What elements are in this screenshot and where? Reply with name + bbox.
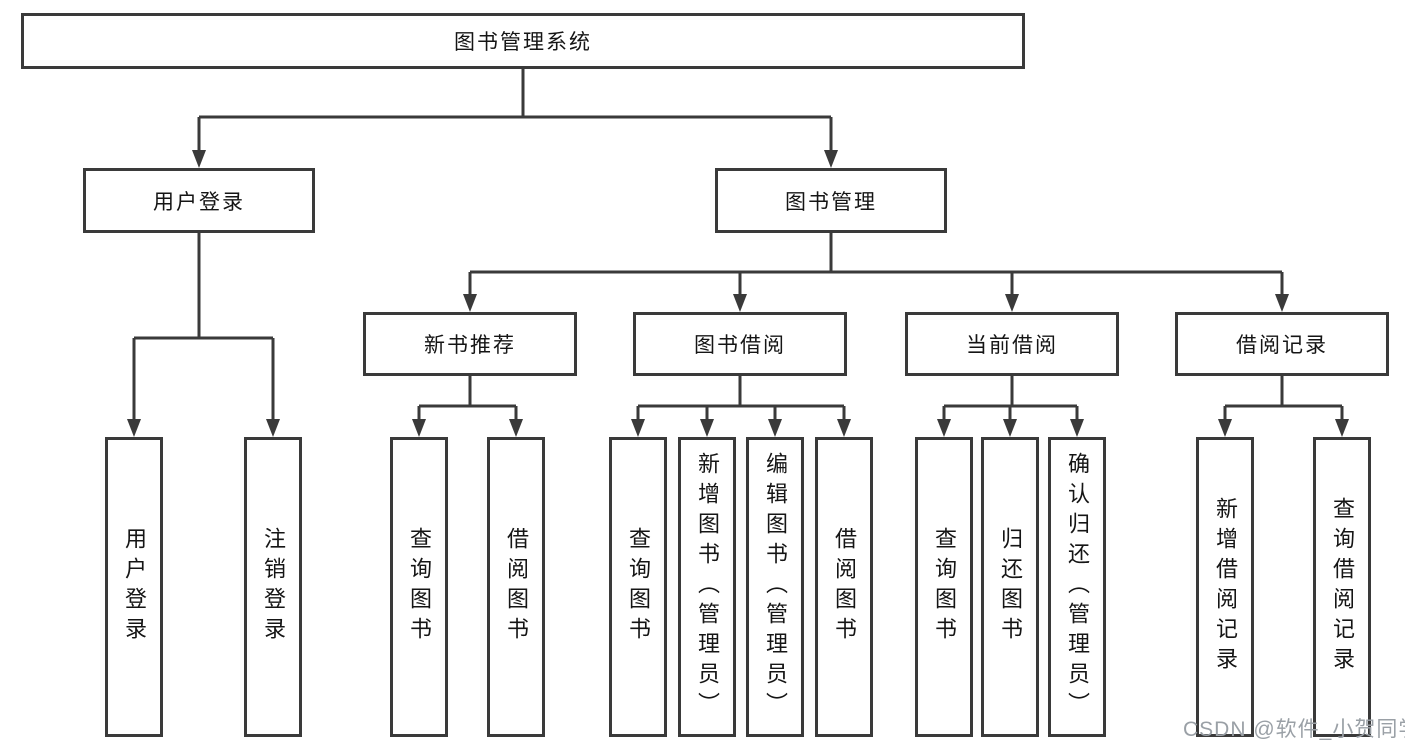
node-book-borrow: 图书借阅 bbox=[633, 312, 847, 376]
leaf-add-book-admin: 新增图书（管理员） bbox=[678, 437, 736, 737]
leaf-label: 注销登录 bbox=[261, 527, 286, 647]
leaf-label: 查询图书 bbox=[932, 527, 957, 647]
leaf-query-book-1: 查询图书 bbox=[390, 437, 448, 737]
leaf-borrow-book-2: 借阅图书 bbox=[815, 437, 873, 737]
leaf-label: 借阅图书 bbox=[504, 527, 529, 647]
arrowheads bbox=[127, 150, 1349, 437]
leaf-return-book: 归还图书 bbox=[981, 437, 1039, 737]
watermark: CSDN @软件_小贺同学 bbox=[1183, 718, 1405, 741]
leaf-edit-book-admin: 编辑图书（管理员） bbox=[746, 437, 804, 737]
node-book-management: 图书管理 bbox=[715, 168, 947, 233]
leaf-add-borrow-record: 新增借阅记录 bbox=[1196, 437, 1254, 737]
leaf-label: 新增借阅记录 bbox=[1213, 497, 1238, 677]
leaf-label: 查询借阅记录 bbox=[1330, 497, 1355, 677]
leaf-borrow-book-1: 借阅图书 bbox=[487, 437, 545, 737]
leaf-label: 归还图书 bbox=[998, 527, 1023, 647]
node-root-system: 图书管理系统 bbox=[21, 13, 1025, 69]
leaf-label: 查询图书 bbox=[626, 527, 651, 647]
leaf-label: 确认归还（管理员） bbox=[1065, 452, 1090, 722]
leaf-label: 查询图书 bbox=[407, 527, 432, 647]
leaf-logout: 注销登录 bbox=[244, 437, 302, 737]
leaf-label: 编辑图书（管理员） bbox=[763, 452, 788, 722]
node-current-borrow: 当前借阅 bbox=[905, 312, 1119, 376]
leaf-query-book-3: 查询图书 bbox=[915, 437, 973, 737]
leaf-query-borrow-record: 查询借阅记录 bbox=[1313, 437, 1371, 737]
leaf-label: 用户登录 bbox=[122, 527, 147, 647]
node-user-login: 用户登录 bbox=[83, 168, 315, 233]
leaf-label: 借阅图书 bbox=[832, 527, 857, 647]
leaf-query-book-2: 查询图书 bbox=[609, 437, 667, 737]
node-new-book-recommend: 新书推荐 bbox=[363, 312, 577, 376]
leaf-label: 新增图书（管理员） bbox=[695, 452, 720, 722]
leaf-user-login: 用户登录 bbox=[105, 437, 163, 737]
node-borrow-records: 借阅记录 bbox=[1175, 312, 1389, 376]
leaf-confirm-return-admin: 确认归还（管理员） bbox=[1048, 437, 1106, 737]
